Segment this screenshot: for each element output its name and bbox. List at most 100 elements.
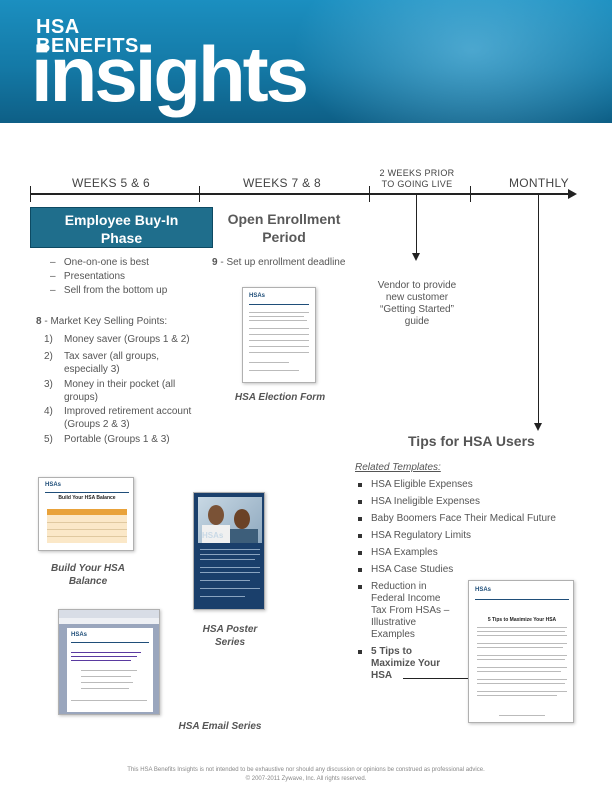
point-num: 4): [44, 406, 53, 417]
selling-point-text: Improved retirement account(Groups 2 & 3…: [64, 405, 191, 431]
item-line: 5 Tips to: [371, 646, 412, 657]
thumb-line: [47, 529, 127, 530]
phase1-bullet-text: Presentations: [63, 271, 126, 282]
selling-point: 4): [44, 405, 53, 418]
thumb-line: [81, 676, 131, 677]
point-line: Tax saver (all groups,: [64, 351, 160, 362]
thumb-line: [477, 683, 565, 684]
selling-point: 3): [44, 378, 53, 391]
phase2-title-line1: Open Enrollment: [227, 211, 341, 227]
build-balance-thumbnail[interactable]: HSAs Build Your HSA Balance: [38, 477, 134, 551]
thumb-line: [249, 352, 309, 353]
thumb-line: [477, 635, 567, 636]
point-line: Money in their pocket (all: [64, 379, 176, 390]
point-num: 5): [44, 434, 53, 445]
thumb-rule: [45, 492, 129, 493]
thumb-line: [249, 370, 299, 371]
related-template-item[interactable]: HSA Examples: [357, 547, 587, 559]
point-num: 1): [44, 334, 53, 345]
related-template-item[interactable]: HSA Case Studies: [357, 564, 587, 576]
selling-point-text: Money saver (Groups 1 & 2): [64, 334, 190, 345]
thumb-line: [477, 667, 567, 668]
thumb-logo: HSAs: [475, 587, 492, 593]
election-form-thumbnail[interactable]: HSAs: [242, 287, 316, 383]
person-icon: [208, 505, 224, 525]
thumb-rule: [71, 642, 149, 643]
five-tips-thumbnail[interactable]: HSAs 5 Tips to Maximize Your HSA: [468, 580, 574, 723]
thumb-rule: [249, 304, 309, 305]
related-template-item-five-tips[interactable]: 5 Tips to Maximize Your HSA: [357, 646, 587, 682]
step-number: 9: [212, 257, 218, 268]
logo-benefits-text: BENEFITS: [36, 35, 139, 57]
item-line: Tax From HSAs –: [371, 605, 450, 616]
related-template-item-reduction[interactable]: Reduction in Federal Income Tax From HSA…: [357, 581, 587, 641]
timeline-label-line2: TO GOING LIVE: [381, 179, 453, 189]
point-line: especially 3): [64, 364, 120, 375]
email-content: HSAs: [67, 628, 153, 712]
tips-for-hsa-users-title: Tips for HSA Users: [408, 433, 535, 449]
logo-hsa-text: HSA: [36, 16, 80, 38]
caption-line: Balance: [68, 576, 108, 587]
person-icon: [234, 509, 250, 529]
caption-line: HSA Poster: [202, 624, 258, 635]
thumb-line: [477, 631, 565, 632]
thumb-line: [477, 627, 567, 628]
timeline-label-monthly: MONTHLY: [509, 176, 569, 190]
header-banner: HSA BENEFITS insights: [0, 0, 612, 123]
thumb-line: [200, 559, 255, 560]
election-form-caption: HSA Election Form: [234, 392, 326, 403]
timeline-label-weeks-5-6: WEEKS 5 & 6: [72, 176, 150, 190]
email-series-caption: HSA Email Series: [178, 721, 262, 732]
timeline-arrowhead: [568, 189, 577, 199]
thumb-line: [477, 655, 567, 656]
thumb-logo: HSAs: [249, 293, 266, 299]
open-enrollment-title: Open Enrollment Period: [213, 210, 355, 246]
logo-insights-text: insights: [31, 30, 309, 118]
email-toolbar: [59, 610, 159, 618]
thumb-line: [71, 652, 141, 653]
shirt-shape: [202, 525, 230, 543]
poster-series-thumbnail[interactable]: HSAs: [193, 492, 265, 610]
connector-arrow-vendor: [412, 253, 420, 261]
header-glow: [292, 0, 612, 123]
thumb-line: [249, 320, 307, 321]
thumb-line: [200, 554, 260, 555]
thumb-line: [477, 659, 565, 660]
related-template-item[interactable]: Baby Boomers Face Their Medical Future: [357, 513, 587, 525]
poster-photo: [198, 497, 262, 543]
email-header-row: [59, 618, 159, 624]
connector-line-tips: [538, 194, 539, 424]
selling-point-text: Tax saver (all groups, especially 3): [64, 350, 159, 376]
vendor-line: Vendor to provide: [377, 280, 457, 291]
connector-arrow-tips: [534, 423, 542, 431]
item-line: Federal Income: [371, 593, 441, 604]
thumb-rule: [475, 599, 569, 600]
poster-series-caption: HSA Poster Series: [170, 623, 290, 649]
employee-buy-in-phase-box: Employee Buy-In Phase: [30, 207, 213, 248]
thumb-line: [249, 334, 309, 335]
disclaimer-text: This HSA Benefits Insights is not intend…: [127, 767, 485, 773]
connector-five-tips: [403, 678, 469, 679]
related-template-item[interactable]: HSA Eligible Expenses: [357, 479, 587, 491]
thumb-line: [81, 682, 133, 683]
point-line: (Groups 2 & 3): [64, 419, 130, 430]
phase1-title-line1: Employee Buy-In: [64, 212, 179, 228]
email-series-thumbnail[interactable]: HSAs: [58, 609, 160, 715]
thumb-line: [477, 679, 567, 680]
poster-logo: HSAs: [202, 531, 224, 540]
phase1-bullet-text: One-on-one is best: [63, 257, 149, 268]
thumb-table-header: [47, 509, 127, 515]
related-template-item[interactable]: HSA Regulatory Limits: [357, 530, 587, 542]
thumb-line: [477, 647, 563, 648]
timeline-tick: [30, 186, 31, 202]
vendor-guide-text: Vendor to provide new customer “Getting …: [362, 280, 472, 328]
thumb-line: [81, 688, 129, 689]
thumb-logo: HSAs: [45, 482, 62, 488]
timeline-label-line1: 2 WEEKS PRIOR: [379, 168, 455, 178]
selling-point-text: Portable (Groups 1 & 3): [64, 434, 170, 445]
build-balance-caption: Build Your HSA Balance: [28, 562, 148, 588]
related-template-item[interactable]: HSA Ineligible Expenses: [357, 496, 587, 508]
thumb-line: [249, 316, 304, 317]
thumb-line: [499, 715, 545, 716]
